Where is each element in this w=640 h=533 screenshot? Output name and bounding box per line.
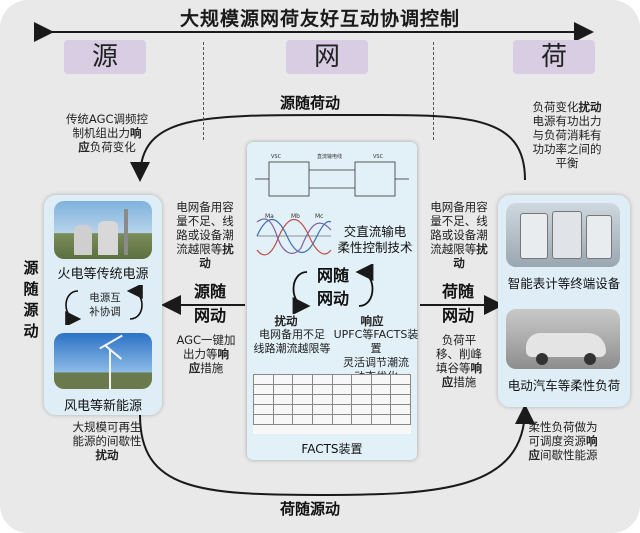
text-bottom-left: 大规模可再生 能源的间歇性 扰动 bbox=[72, 420, 142, 462]
car-wheel-icon bbox=[536, 353, 548, 365]
bottom-arc-arrow bbox=[139, 404, 535, 497]
cooling-tower-icon bbox=[98, 221, 118, 255]
thermal-power-photo bbox=[54, 201, 152, 259]
facts-table-grid bbox=[253, 374, 411, 425]
caption-smart-meter: 智能表计等终端设备 bbox=[507, 276, 621, 291]
header-grid: 网 bbox=[286, 40, 368, 74]
label-load-follows-source: 荷随源动 bbox=[280, 500, 341, 518]
wind-power-photo bbox=[54, 333, 152, 389]
grid-loop-icon bbox=[292, 264, 374, 314]
mutual-loop-icon bbox=[65, 285, 143, 325]
text-mid-left: 电网备用容 量不足、线 路或设备潮 流越限等扰 动 bbox=[176, 200, 234, 270]
wave-label-mc: Mc bbox=[315, 213, 323, 220]
waveform-plot: Ma Mb Mc bbox=[256, 213, 332, 256]
smart-meter-photo bbox=[506, 203, 620, 267]
caption-ev: 电动汽车等柔性负荷 bbox=[507, 378, 621, 393]
label-source-follows-load: 源随荷动 bbox=[280, 94, 341, 112]
circuit-diagram: VSC 直流输电线 VSC bbox=[255, 153, 409, 197]
chimney-icon bbox=[124, 209, 128, 255]
divider-left bbox=[203, 42, 204, 140]
divider-right bbox=[433, 42, 434, 140]
text-top-left-tail: 负荷变化 bbox=[89, 140, 136, 154]
circuit-label-dc-line: 直流输电线 bbox=[317, 153, 342, 160]
turbine-blade bbox=[99, 334, 123, 350]
turbine-blade bbox=[103, 344, 123, 360]
disturb-desc: 电网备用不足 线路潮流越限等 bbox=[253, 328, 331, 355]
label-source-follows-grid: 源随 网动 bbox=[193, 282, 226, 325]
caption-thermal: 火电等传统电源 bbox=[57, 267, 149, 282]
circuit-label-vsc-left: VSC bbox=[271, 154, 282, 160]
label-grid-follows-grid: 网随 网动 bbox=[316, 266, 349, 308]
label-source-follows-source: 源 随 源 动 bbox=[23, 259, 39, 340]
caption-wind: 风电等新能源 bbox=[63, 399, 142, 414]
label-load-follows-grid: 荷随 网动 bbox=[441, 282, 474, 325]
response-block: 响应 bbox=[360, 314, 384, 328]
top-arc-arrow bbox=[130, 113, 526, 182]
header-source: 源 bbox=[64, 40, 146, 74]
wave-label-ma: Ma bbox=[265, 213, 274, 220]
meter-icon bbox=[520, 213, 548, 259]
wave-label-mb: Mb bbox=[291, 213, 300, 220]
text-bottom-right: 柔性负荷做为 可调度资源响 应间歇性能源 bbox=[528, 420, 598, 462]
source-panel: 火电等传统电源 电源互 补协调 风电等新能源 bbox=[44, 195, 162, 415]
circuit-label-vsc-right: VSC bbox=[373, 154, 384, 160]
text-mid-right-low: 负荷平 移、削峰 填谷等响 应措施 bbox=[436, 333, 482, 389]
text-mid-left-low: AGC一键加 出力等响 应措施 bbox=[176, 333, 236, 375]
facts-table bbox=[253, 374, 411, 434]
mutual-coordination: 电源互 补协调 bbox=[89, 292, 121, 318]
facts-caption: FACTS装置 bbox=[301, 442, 363, 456]
text-top-left: 传统AGC调频控 制机组出力响 应负荷变化 bbox=[65, 112, 149, 154]
text-mid-right: 电网备用容 量不足、线 路或设备潮 流越限等扰 动 bbox=[430, 200, 488, 270]
cooling-tower-icon bbox=[74, 225, 92, 255]
meter-icon bbox=[552, 211, 582, 259]
ev-photo bbox=[506, 309, 620, 369]
text-top-right: 负荷变化扰动 电源有功出力 与负荷消耗有 功功率之间的 平衡 bbox=[532, 100, 602, 170]
grid-center-panel: VSC 直流输电线 VSC Ma Mb Mc 交直流输电 柔性控制技术 网随 网… bbox=[247, 142, 418, 460]
load-panel: 智能表计等终端设备 电动汽车等柔性负荷 bbox=[498, 195, 630, 407]
tech-caption: 交直流输电 柔性控制技术 bbox=[337, 224, 413, 255]
car-wheel-icon bbox=[584, 353, 596, 365]
header-load: 荷 bbox=[513, 40, 595, 74]
disturb-block: 扰动 bbox=[274, 314, 298, 328]
wind-turbine-icon bbox=[109, 349, 111, 389]
meter-icon bbox=[586, 215, 612, 259]
